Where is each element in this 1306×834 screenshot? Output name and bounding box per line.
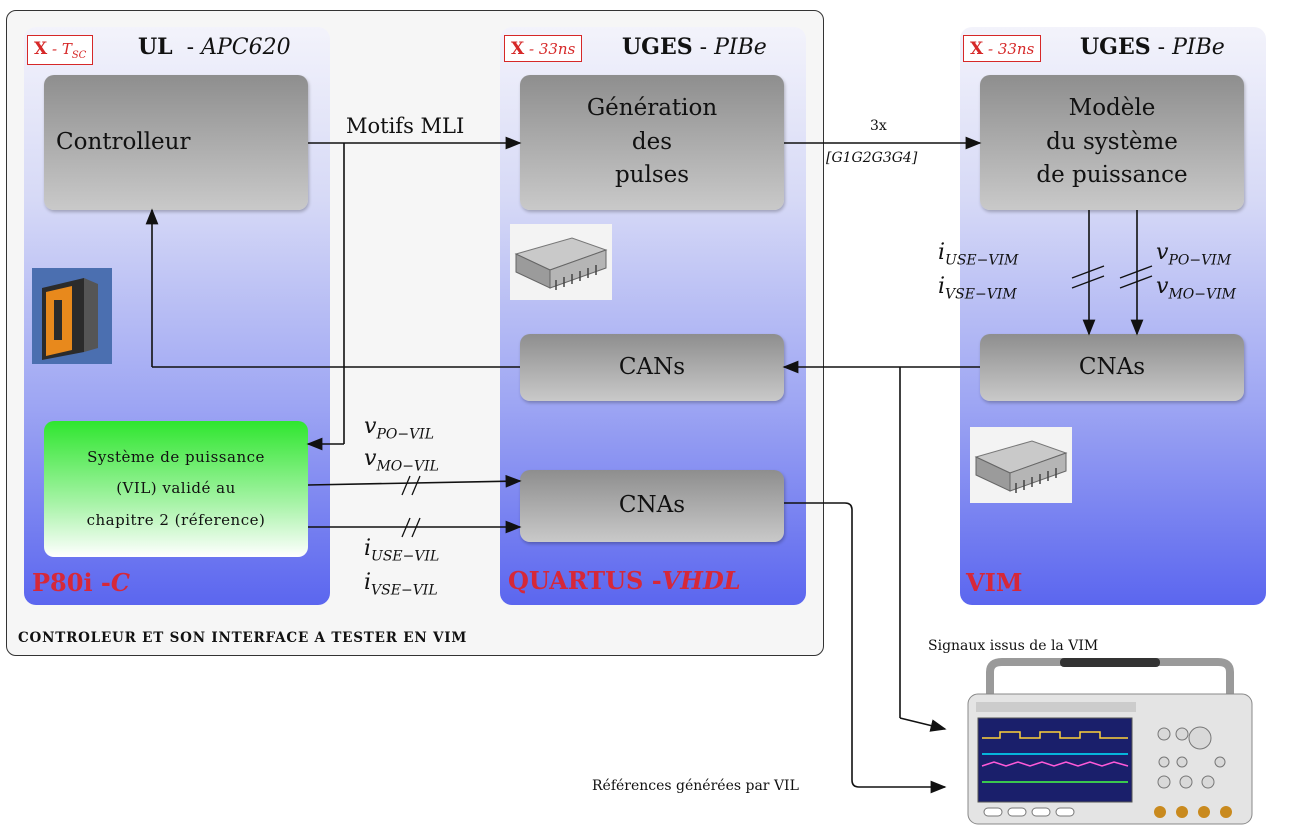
pibe-board-image-1	[510, 224, 612, 300]
cans-block: CANs	[520, 334, 784, 401]
outer-frame-caption: CONTROLEUR ET SON INTERFACE A TESTER EN …	[18, 630, 468, 646]
oscilloscope-image	[967, 658, 1253, 825]
footer-ul: P80i -C	[32, 568, 130, 597]
modele-systeme-block: Modèle du système de puissance	[980, 75, 1244, 210]
v-po-vim-label: vPO−VIM	[1156, 240, 1232, 269]
cnas-vim-block: CNAs	[980, 334, 1244, 401]
references-vil-label: Références générées par VIL	[592, 778, 799, 794]
motifs-mli-label: Motifs MLI	[346, 114, 465, 138]
v-mo-vil-label: vMO−VIL	[364, 446, 439, 475]
pibe-board-image-2	[970, 427, 1072, 503]
gate-signals-label: [G1G2G3G4]	[826, 150, 918, 166]
footer-uges-vim: VIM	[966, 568, 1023, 597]
three-x-label: 3x	[870, 118, 887, 134]
timing-badge-uges-vim: X - 33ns	[963, 35, 1042, 63]
timing-badge-uges-quartus: X - 33ns	[504, 35, 583, 63]
footer-uges-quartus: QUARTUS -VHDL	[508, 566, 741, 595]
i-vse-vil-label: iVSE−VIL	[364, 570, 438, 599]
unit-title-ul: UL - APC620	[138, 34, 291, 60]
i-vse-vim-label: iVSE−VIM	[938, 274, 1017, 303]
vil-power-system-block: Système de puissance (VIL) validé au cha…	[44, 421, 308, 557]
v-mo-vim-label: vMO−VIM	[1156, 274, 1236, 303]
unit-title-uges-quartus: UGES - PIBe	[622, 34, 767, 60]
i-use-vim-label: iUSE−VIM	[938, 240, 1019, 269]
generation-pulses-block: Génération des pulses	[520, 75, 784, 210]
cnas-uges-block: CNAs	[520, 470, 784, 542]
signaux-vim-label: Signaux issus de la VIM	[928, 638, 1099, 654]
apc620-hardware-image	[32, 268, 112, 364]
i-use-vil-label: iUSE−VIL	[364, 536, 440, 565]
unit-title-uges-vim: UGES - PIBe	[1080, 34, 1225, 60]
v-po-vil-label: vPO−VIL	[364, 414, 435, 443]
controleur-block: Controlleur	[44, 75, 308, 210]
timing-badge-ul: X - TSC	[27, 35, 94, 65]
